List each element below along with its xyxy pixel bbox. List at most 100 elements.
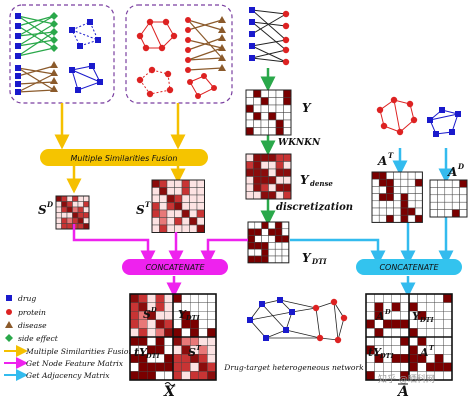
- matrix-cell: [393, 207, 402, 216]
- matrix-cell: [281, 235, 290, 243]
- matrix-cell: [207, 311, 217, 321]
- matrix-cell: [166, 179, 175, 188]
- matrix-cell: [393, 200, 402, 209]
- matrix-cell: [414, 214, 423, 223]
- matrix-cell: [55, 206, 62, 213]
- a-q3-label: tY: [368, 346, 382, 359]
- matrix-cell: [378, 214, 387, 223]
- matrix-cell: [196, 187, 205, 196]
- matrix-cell: [155, 371, 165, 381]
- matrix-cell: [261, 255, 269, 264]
- matrix-cell: [275, 119, 284, 128]
- matrix-cell: [408, 362, 418, 372]
- matrix-cell: [207, 336, 217, 346]
- matrix-cell: [189, 202, 198, 211]
- matrix-cell: [146, 336, 156, 346]
- matrix-cell: [245, 89, 254, 98]
- y-dti-sub: DTI: [311, 257, 327, 266]
- a-q2-sub: DTI: [419, 316, 434, 324]
- matrix-cell: [146, 328, 156, 338]
- matrix-cell: [374, 328, 384, 338]
- matrix-cell: [172, 336, 182, 346]
- matrix-cell: [61, 217, 68, 224]
- matrix-cell: [181, 202, 190, 211]
- matrix-cell: [260, 183, 269, 192]
- legend-adjacency: Get Adjacency Matrix: [26, 371, 110, 380]
- matrix-cell: [61, 195, 68, 202]
- matrix-cell: [378, 193, 387, 202]
- matrix-cell: [261, 221, 269, 230]
- matrix-cell: [414, 200, 423, 209]
- matrix-cell: [408, 354, 418, 364]
- matrix-cell: [268, 191, 277, 200]
- matrix-cell: [61, 223, 68, 230]
- matrix-cell: [166, 202, 175, 211]
- matrix-cell: [174, 224, 183, 233]
- matrix-cell: [434, 319, 444, 329]
- matrix-cell: [400, 336, 410, 346]
- y-dti-label: Y: [302, 251, 312, 265]
- matrix-cell: [283, 97, 292, 106]
- protein-similarity-networks-box: [125, 4, 233, 104]
- matrix-cell: [426, 362, 436, 372]
- matrix-cell: [414, 186, 423, 194]
- matrix-cell: [253, 168, 262, 177]
- x-tilde-label: X: [163, 384, 176, 400]
- matrix-cell: [386, 200, 394, 209]
- matrix-cell: [393, 186, 402, 194]
- matrix-cell: [391, 336, 401, 346]
- matrix-cell: [254, 255, 262, 264]
- matrix-cell: [268, 127, 277, 136]
- matrix-cell: [189, 187, 198, 196]
- matrix-cell: [434, 362, 444, 372]
- matrix-cell: [283, 104, 292, 113]
- matrix-cell: [72, 201, 79, 208]
- matrix-cell: [196, 224, 205, 233]
- matrix-cell: [245, 183, 254, 192]
- matrix-cell: [253, 119, 262, 128]
- matrix-cell: [444, 194, 453, 203]
- matrix-cell: [283, 89, 292, 98]
- matrix-cell: [443, 336, 453, 346]
- matrix-cell: [66, 206, 73, 213]
- matrix-cell: [66, 195, 73, 202]
- matrix-cell: [386, 214, 394, 223]
- matrix-cell: [378, 171, 387, 180]
- legend-feature: Get Node Feature Matrix: [26, 359, 124, 368]
- matrix-cell: [426, 328, 436, 338]
- matrix-cell: [268, 242, 276, 250]
- matrix-cell: [55, 201, 62, 208]
- x-q1-label: S: [143, 308, 151, 321]
- matrix-cell: [268, 168, 277, 177]
- matrix-cell: [72, 206, 79, 213]
- matrix-cell: [164, 293, 174, 303]
- matrix-cell: [261, 248, 269, 257]
- matrix-cell: [451, 187, 460, 196]
- matrix-cell: [83, 212, 90, 219]
- matrix-cell: [166, 209, 175, 218]
- matrix-cell: [274, 235, 283, 243]
- matrix-cell: [408, 345, 418, 355]
- matrix-cell: [245, 153, 254, 162]
- matrix-cell: [400, 319, 410, 329]
- matrix-cell: [451, 179, 460, 188]
- matrix-cell: [261, 242, 269, 250]
- matrix-cell: [371, 186, 380, 194]
- matrix-cell: [283, 119, 292, 128]
- matrix-cell: [459, 194, 468, 203]
- matrix-border: [245, 153, 292, 200]
- matrix-cell: [181, 362, 191, 372]
- matrix-cell: [181, 371, 191, 381]
- matrix-cell: [207, 354, 217, 364]
- matrix-cell: [245, 168, 254, 177]
- matrix-cell: [155, 336, 165, 346]
- matrix-cell: [174, 187, 183, 196]
- matrix-cell: [129, 319, 139, 329]
- matrix-cell: [83, 195, 90, 202]
- matrix-cell: [386, 207, 394, 216]
- matrix-cell: [66, 223, 73, 230]
- matrix-cell: [400, 186, 409, 194]
- x-tilde-matrix: [129, 293, 217, 381]
- matrix-cell: [260, 112, 269, 121]
- matrix-cell: [72, 195, 79, 202]
